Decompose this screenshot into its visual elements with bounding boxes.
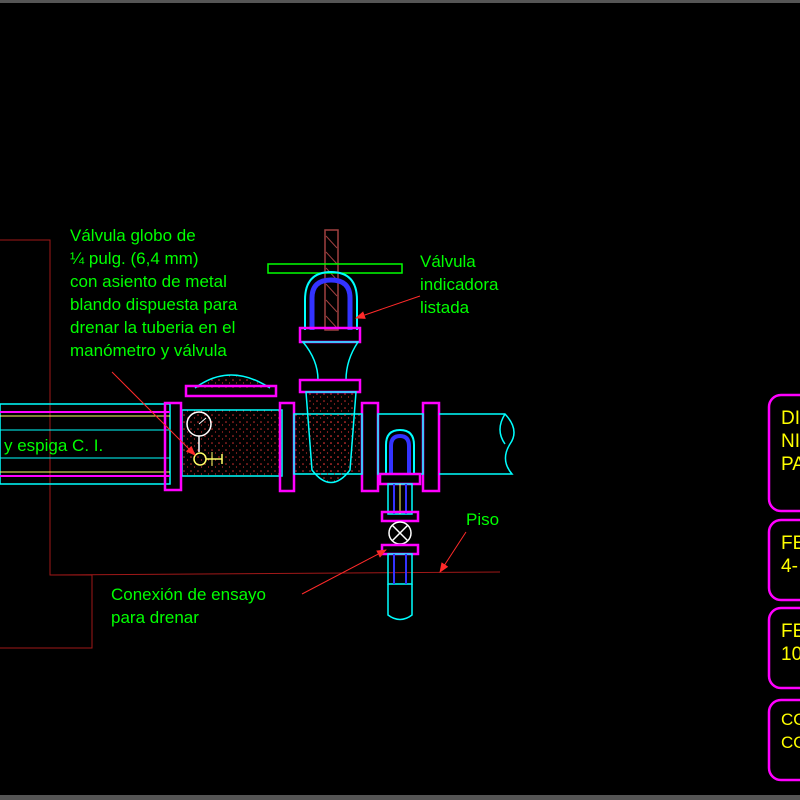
leader-globe-valve — [111, 371, 196, 456]
svg-text:CO: CO — [781, 710, 800, 729]
svg-text:Conexión de ensayo: Conexión de ensayo — [111, 585, 266, 604]
valve-gate — [305, 391, 357, 484]
valve-bonnet — [301, 341, 360, 381]
pipe-label: y espiga C. I. — [4, 436, 103, 455]
svg-text:Válvula: Válvula — [420, 252, 476, 271]
svg-text:¼ pulg. (6,4 mm): ¼ pulg. (6,4 mm) — [70, 249, 199, 268]
leader-test-connection — [301, 549, 387, 595]
svg-text:blando dispuesta para: blando dispuesta para — [70, 295, 238, 314]
title-box-2 — [767, 518, 800, 602]
globe-valve-label: Válvula globo de ¼ pulg. (6,4 mm) con as… — [70, 226, 238, 360]
svg-text:indicadora: indicadora — [420, 275, 499, 294]
valve-yoke — [304, 270, 358, 330]
svg-text:CO: CO — [781, 733, 800, 752]
tee-body — [181, 374, 283, 477]
viewport-top-edge — [0, 0, 800, 3]
title-box-3 — [767, 606, 800, 690]
indicator-valve — [267, 229, 403, 484]
svg-text:FE: FE — [781, 621, 800, 642]
svg-text:FE: FE — [781, 533, 800, 554]
svg-text:4-: 4- — [781, 556, 798, 577]
test-connection-label: Conexión de ensayo para drenar — [111, 585, 266, 627]
title-block-text: DI NI PA FE 4- FE 10 CO CO — [781, 408, 800, 752]
title-block — [767, 393, 800, 782]
svg-text:con asiento de metal: con asiento de metal — [70, 272, 227, 291]
svg-text:NI: NI — [781, 431, 800, 452]
wall-outline — [0, 239, 501, 649]
svg-text:10: 10 — [781, 644, 800, 665]
svg-text:manómetro y válvula: manómetro y válvula — [70, 341, 227, 360]
viewport-bottom-edge — [0, 795, 800, 800]
spigot-pipe — [0, 403, 171, 485]
leader-lines — [111, 295, 467, 595]
title-box-1 — [767, 393, 800, 513]
svg-text:listada: listada — [420, 298, 470, 317]
svg-text:para drenar: para drenar — [111, 608, 199, 627]
indicator-valve-label: Válvula indicadora listada — [420, 252, 499, 317]
svg-text:drenar la tuberia en el: drenar la tuberia en el — [70, 318, 235, 337]
leader-indicator-valve — [355, 295, 421, 319]
svg-text:DI: DI — [781, 408, 800, 429]
title-box-4 — [767, 698, 800, 782]
floor-label: Piso — [466, 510, 499, 529]
pressure-gauge — [186, 411, 223, 466]
test-drain-assembly — [378, 428, 422, 621]
leader-floor — [439, 531, 467, 573]
svg-text:Válvula globo de: Válvula globo de — [70, 226, 196, 245]
svg-text:PA: PA — [781, 454, 800, 475]
